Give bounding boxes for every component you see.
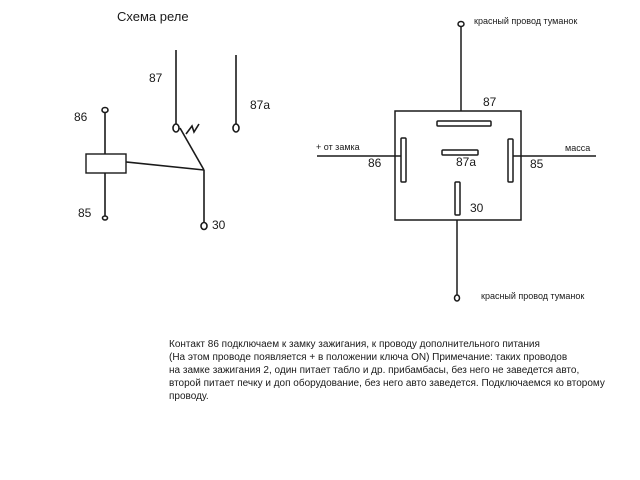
note-line-4: второй питает печку и доп оборудование, … (169, 378, 605, 389)
top-wire-label: красный провод туманок (474, 16, 577, 26)
label-87a-left: 87a (250, 98, 270, 112)
left-wire-label: + от замка (316, 142, 360, 152)
relay-schematic (85, 50, 240, 231)
spark-mark (185, 123, 200, 135)
terminal-86 (101, 106, 109, 114)
pin-85-slot (507, 138, 514, 183)
label-30-right: 30 (470, 201, 484, 215)
label-30-left: 30 (212, 218, 226, 232)
right-wire-label: масса (565, 143, 590, 153)
terminal-87a (232, 123, 240, 133)
wiring-note: Контакт 86 подключаем к замку зажигания,… (169, 338, 639, 403)
armature (179, 127, 205, 171)
bottom-wire-label: красный провод туманок (481, 291, 584, 301)
terminal-30 (200, 221, 208, 231)
terminal-87 (172, 123, 180, 133)
label-85-left: 85 (78, 206, 92, 220)
coil-armature-link (125, 161, 205, 171)
pin-30-slot (454, 181, 461, 216)
terminal-bottom (453, 294, 461, 302)
note-line-3: на замке зажигания 2, один питает табло … (169, 365, 580, 376)
pin-87a-slot (441, 149, 479, 156)
note-line-2: (На этом проводе появляется + в положени… (169, 352, 568, 363)
terminal-top (457, 20, 465, 28)
note-line-5: проводу. (169, 391, 209, 402)
label-87-left: 87 (149, 71, 163, 85)
note-line-1: Контакт 86 подключаем к замку зажигания,… (169, 339, 540, 350)
relay-housing (394, 110, 522, 221)
relay-coil (85, 153, 127, 174)
label-85-right: 85 (530, 157, 544, 171)
label-87a-right: 87a (456, 155, 476, 169)
label-86-right: 86 (368, 156, 382, 170)
relay-box-diagram (317, 20, 596, 302)
pin-86-slot (400, 137, 407, 183)
label-87-right: 87 (483, 95, 497, 109)
schematic-title: Схема реле (117, 9, 189, 24)
label-86-left: 86 (74, 110, 88, 124)
pin-87-slot (436, 120, 492, 127)
terminal-85 (101, 215, 109, 221)
